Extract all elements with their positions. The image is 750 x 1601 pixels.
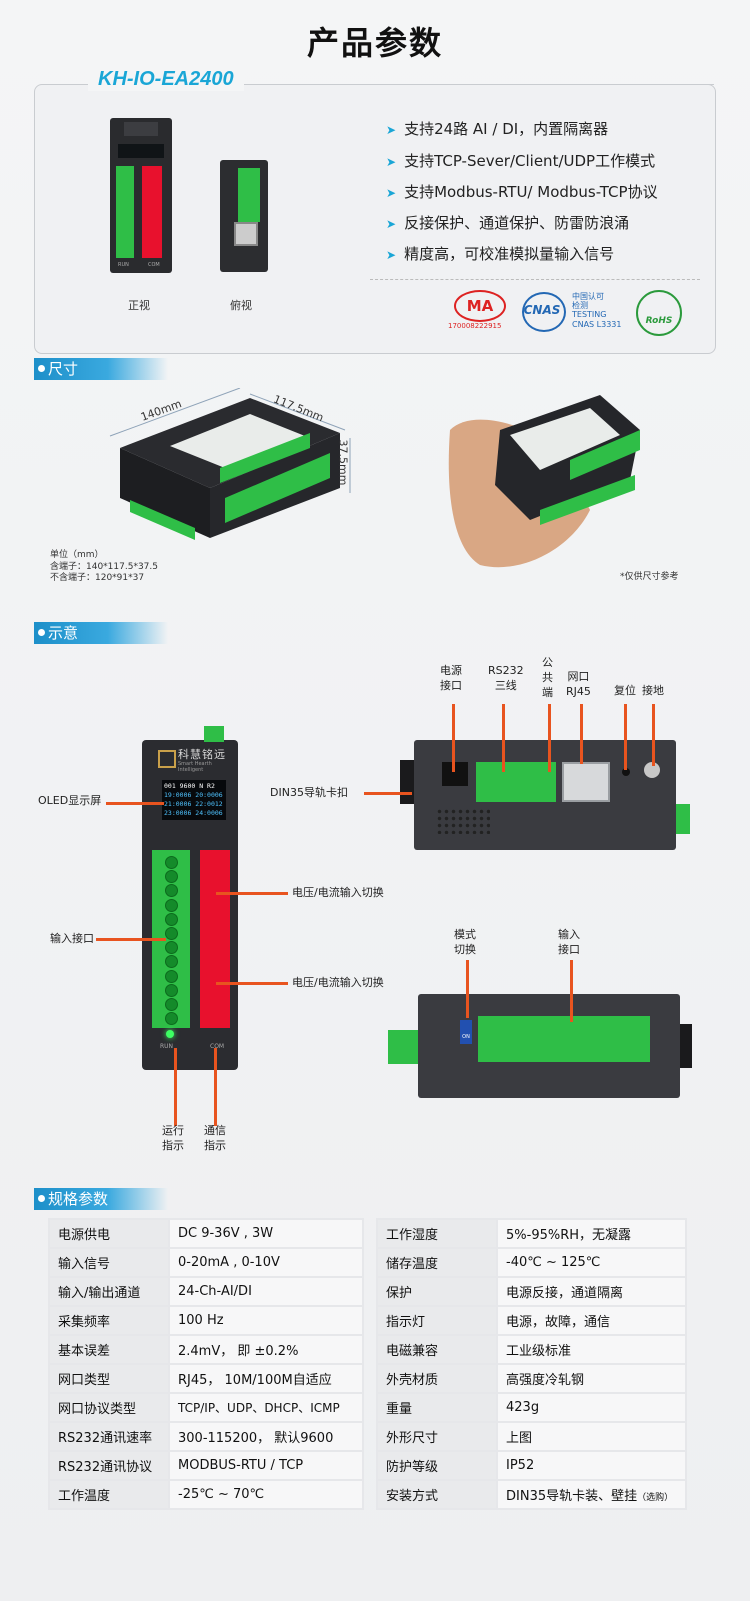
run-label: RUN	[160, 1043, 174, 1050]
terminal-screw	[165, 998, 178, 1011]
reset-button	[622, 768, 630, 776]
label-rj45: 网口 RJ45	[566, 670, 591, 698]
terminal-screw	[165, 955, 178, 969]
front-run-label: RUN	[118, 262, 129, 268]
arrow-right-icon: ➤	[386, 186, 397, 200]
arrow-right-icon: ➤	[386, 217, 397, 231]
terminal-screw	[165, 912, 178, 926]
top-device-large	[400, 740, 690, 850]
dim-note: *仅供尺寸参考	[620, 572, 679, 582]
brand-name: 科慧铭远	[178, 748, 226, 761]
table-row: 外形尺寸上图	[378, 1423, 685, 1450]
cnas-logo: CNAS	[518, 292, 566, 332]
label-common: 公 共 端	[542, 656, 553, 699]
model-divider	[262, 84, 714, 85]
cma-logo: MA 170008222915	[448, 290, 508, 334]
input-terminal-block	[152, 850, 190, 1028]
label-run: 运行 指示	[162, 1124, 184, 1152]
terminal-screw	[165, 870, 178, 884]
terminal-screw	[165, 927, 178, 940]
section-spec: 规格参数	[34, 1188, 168, 1210]
bottom-input-terminal	[478, 1016, 650, 1062]
label-switch-2: 电压/电流输入切换	[292, 976, 384, 989]
feature-3: ➤支持Modbus-RTU/ Modbus-TCP协议	[386, 183, 658, 201]
terminal-screw	[165, 1012, 178, 1026]
terminal-screw	[165, 884, 178, 898]
section-diagram: 示意	[34, 622, 168, 644]
dimension-diagram	[109, 388, 351, 540]
terminal-screw	[165, 941, 178, 955]
label-com: 通信 指示	[204, 1124, 226, 1152]
dip-switch-bank	[200, 850, 230, 1028]
label-ground: 接地	[642, 684, 664, 697]
label-switch-1: 电压/电流输入切换	[292, 886, 384, 899]
hand-photo	[448, 395, 640, 568]
label-rs232: RS232 三线	[488, 664, 524, 692]
table-row: 工作温度-25℃ ~ 70℃	[50, 1481, 362, 1508]
table-row: 电磁兼容工业级标准	[378, 1336, 685, 1363]
terminal-screw	[165, 983, 178, 997]
dim-height: 37.5mm	[336, 439, 350, 486]
terminal-screw	[165, 856, 178, 869]
feature-4: ➤反接保护、通道保护、防雷防浪涌	[386, 214, 630, 232]
arrow-right-icon: ➤	[386, 155, 397, 169]
arrow-right-icon: ➤	[386, 123, 397, 137]
section-dimensions: 尺寸	[34, 358, 168, 380]
table-row: 保护电源反接，通道隔离	[378, 1278, 685, 1305]
oled-screen: 001 9600 N R2 19:0006 20:0006 21:0006 22…	[162, 780, 226, 820]
top-view-device	[220, 160, 268, 272]
feature-2: ➤支持TCP-Sever/Client/UDP工作模式	[386, 152, 656, 170]
feature-5: ➤精度高，可校准模拟量输入信号	[386, 245, 615, 263]
table-row: 指示灯电源，故障，通信	[378, 1307, 685, 1334]
front-device-large: 科慧铭远 Smart Hearth Intelligent 001 9600 N…	[142, 726, 238, 1070]
feature-divider	[370, 279, 700, 280]
model-name: KH-IO-EA2400	[88, 68, 244, 91]
table-row: 储存温度-40℃ ~ 125℃	[378, 1249, 685, 1276]
page-title: 产品参数	[306, 24, 443, 62]
arrow-right-icon: ➤	[386, 248, 397, 262]
front-com-label: COM	[148, 262, 160, 268]
feature-1: ➤支持24路 AI / DI，内置隔离器	[386, 120, 609, 138]
ground-screw	[644, 762, 660, 778]
label-power: 电源 接口	[440, 664, 462, 692]
terminal-screw	[165, 969, 178, 983]
bottom-device-large: ON	[388, 994, 692, 1098]
front-view-caption: 正视	[128, 299, 150, 312]
rj45-port	[562, 762, 610, 802]
label-mode: 模式 切换	[454, 928, 476, 956]
label-reset: 复位	[614, 684, 636, 697]
label-input: 输入接口	[50, 932, 94, 945]
testing-text: 中国认可 检测 TESTING CNAS L3331	[572, 292, 622, 329]
dim-unit-notes: 单位（mm） 含端子：140*117.5*37.5 不含端子：120*91*37	[50, 550, 158, 584]
speaker-grille	[436, 808, 490, 834]
rohs-logo: RoHS	[636, 290, 682, 336]
label-oled: OLED显示屏	[38, 794, 102, 807]
com-label: COM	[210, 1043, 225, 1050]
front-view-device: RUN COM	[110, 118, 172, 273]
table-row: 外壳材质高强度冷轧钢	[378, 1365, 685, 1392]
label-din: DIN35导轨卡扣	[270, 786, 348, 799]
brand-name-en: Smart Hearth Intelligent	[178, 761, 212, 773]
brand-logo-icon	[158, 750, 176, 768]
mode-dip-switch: ON	[460, 1020, 472, 1044]
run-led	[166, 1030, 174, 1038]
terminal-screw	[165, 898, 178, 912]
label-bottom-input: 输入 接口	[558, 928, 580, 956]
top-view-caption: 俯视	[230, 299, 252, 312]
